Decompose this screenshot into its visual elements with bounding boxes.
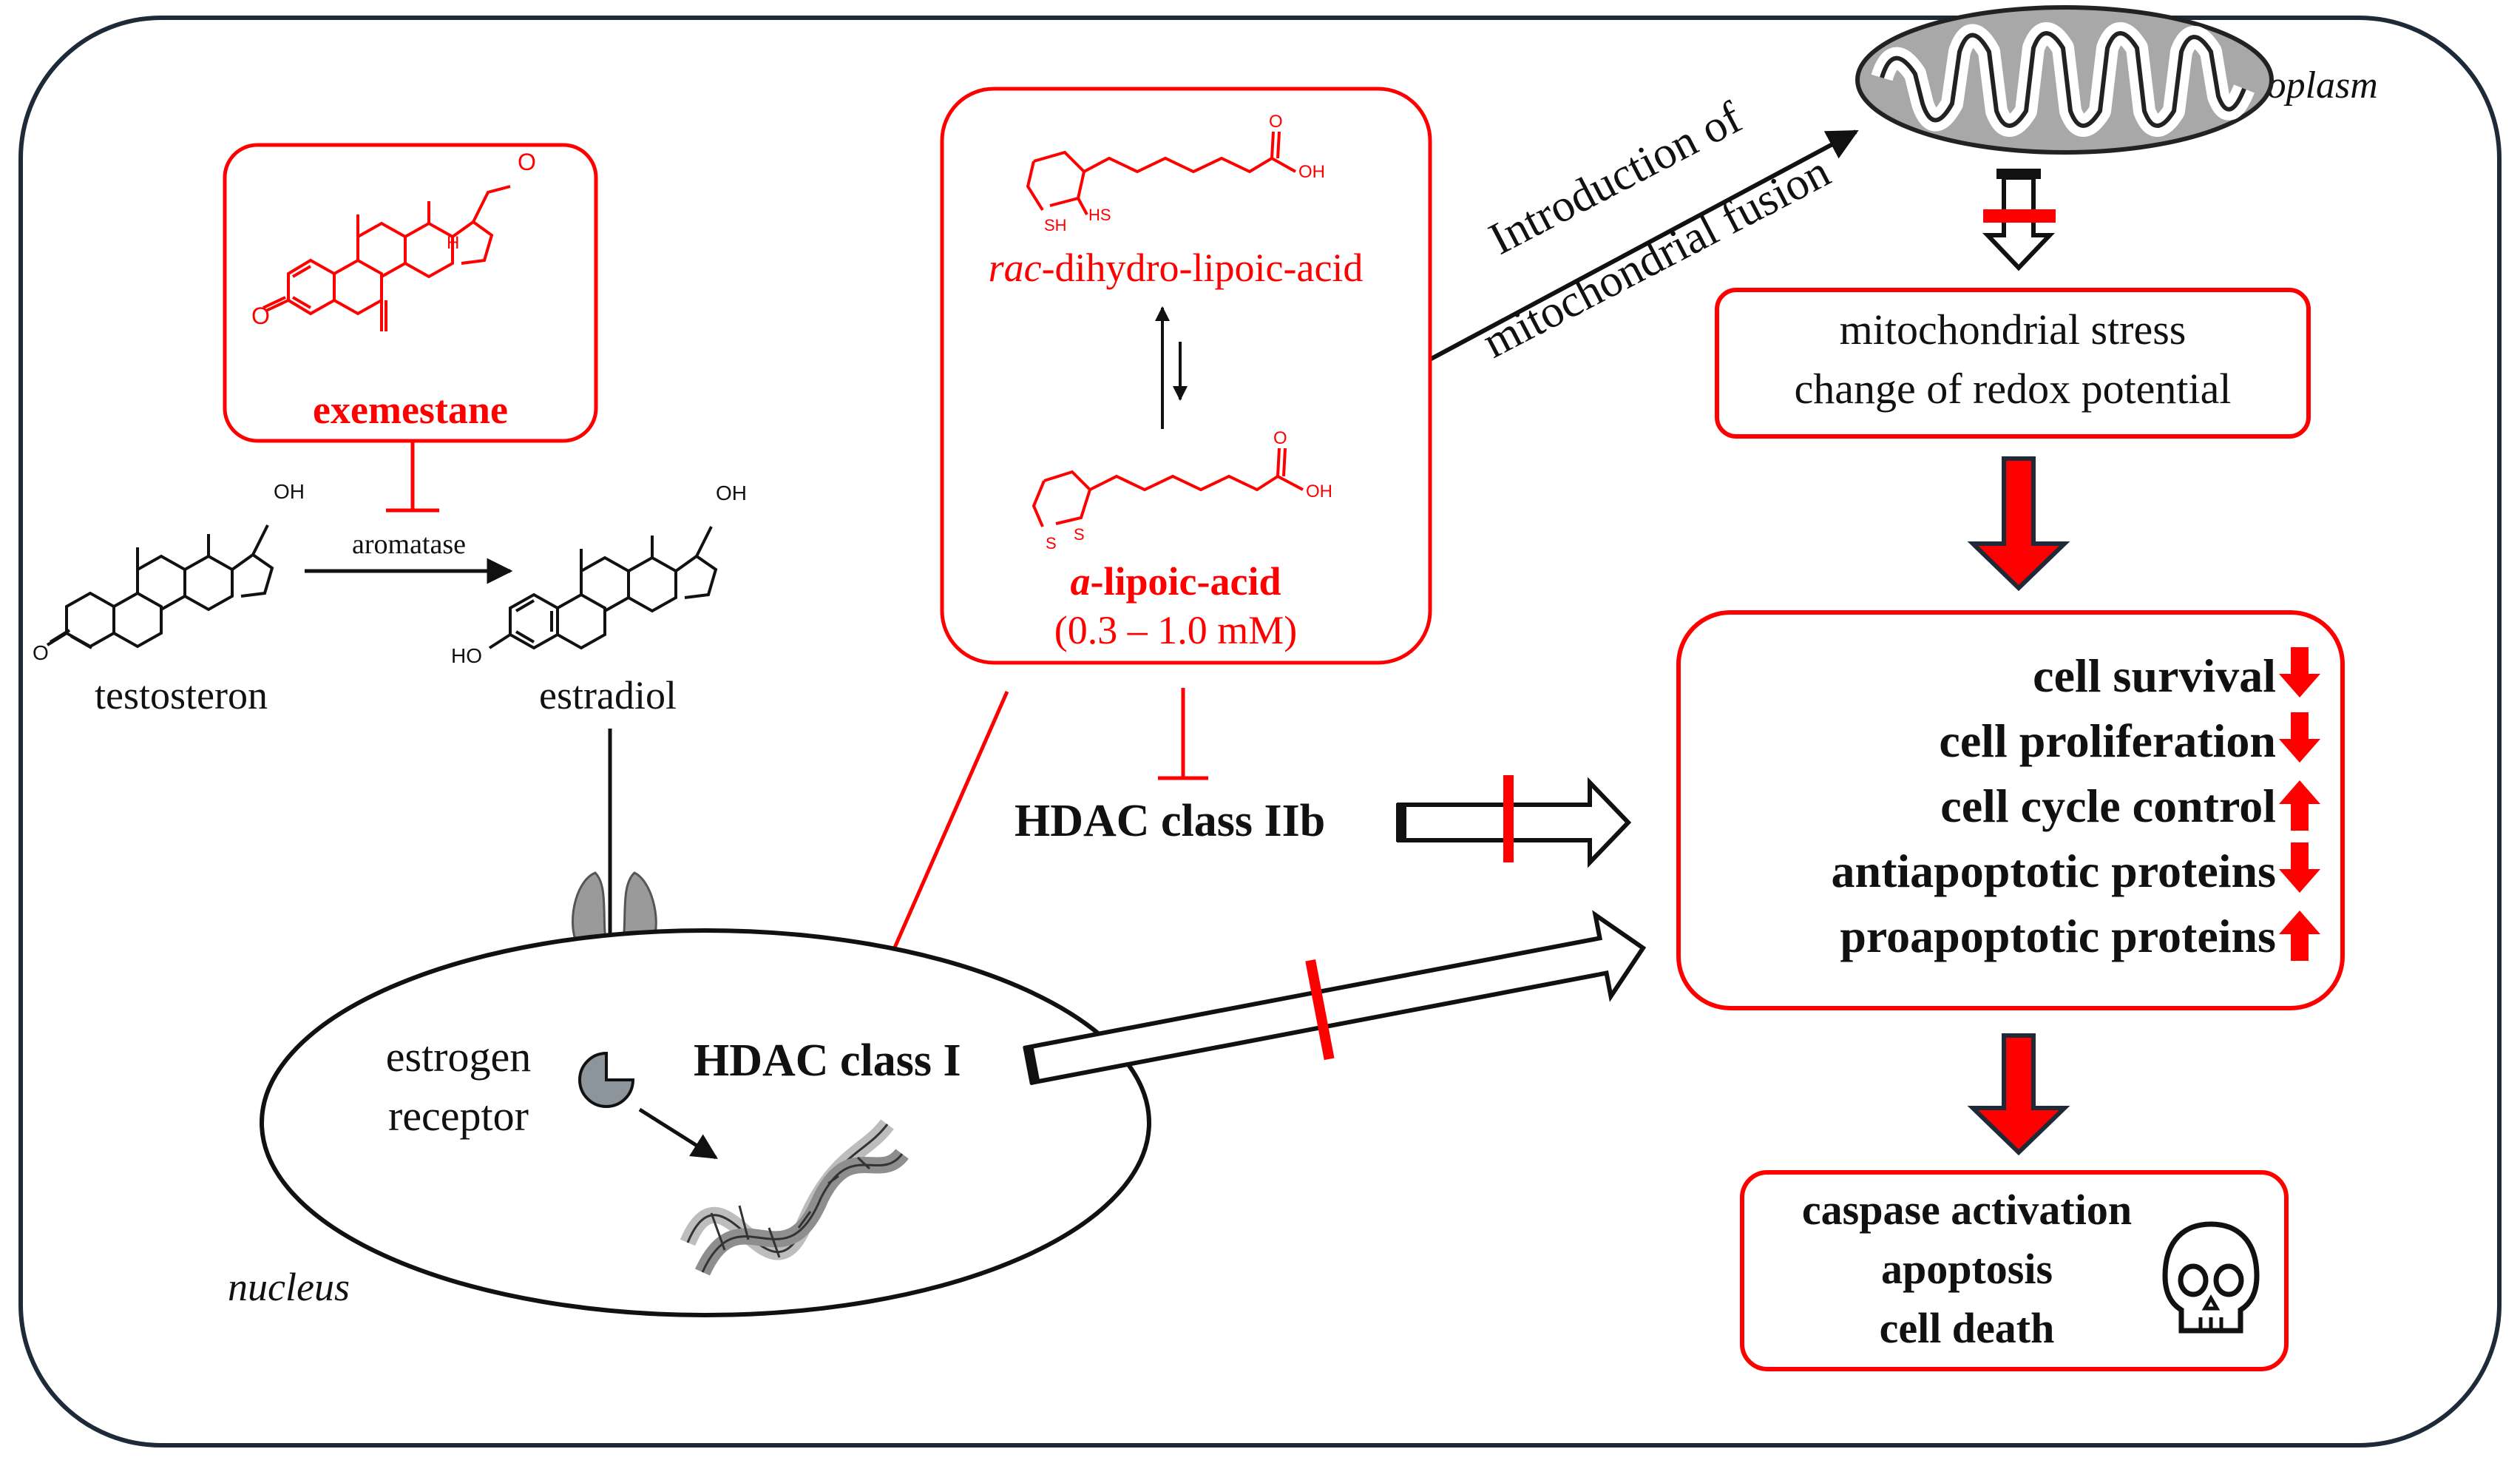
red-down-arrow-icon bbox=[2279, 712, 2320, 763]
estrogen-label: estrogen bbox=[386, 1033, 532, 1081]
nucleus bbox=[260, 928, 1151, 1317]
alpha-rest: -lipoic-acid bbox=[1091, 559, 1281, 604]
exemestane-box bbox=[223, 143, 598, 443]
red-down-arrow-icon bbox=[2279, 647, 2320, 697]
stress-line-1: mitochondrial stress bbox=[1840, 305, 2187, 354]
rac-dihydrolipoic-label: rac-dihydro-lipoic-acid bbox=[989, 246, 1364, 290]
rac-prefix: rac bbox=[989, 246, 1042, 290]
dna-helix-icon bbox=[680, 1119, 909, 1276]
skull-icon bbox=[2162, 1221, 2260, 1334]
blocked-arrow-mito bbox=[1982, 169, 2056, 271]
hdac-iib-arrow bbox=[1396, 775, 1632, 868]
estradiol-label: estradiol bbox=[539, 673, 677, 717]
dihydrolipoic-hs: HS bbox=[1088, 206, 1111, 224]
red-up-arrow-icon bbox=[2279, 780, 2320, 831]
death-box bbox=[1740, 1170, 2289, 1371]
outcome-label: antiapoptotic proteins bbox=[1831, 845, 2276, 897]
outcomes-list: cell survival cell proliferation cell cycl… bbox=[1831, 647, 2320, 962]
lipoic-s-2: S bbox=[1074, 525, 1085, 544]
inhibit-hdac-iib bbox=[1158, 688, 1208, 780]
hdac-i-arrow bbox=[1023, 910, 1647, 1086]
lipoic-s-1: S bbox=[1046, 534, 1057, 553]
estradiol-oh: OH bbox=[716, 482, 747, 504]
equilibrium-arrows bbox=[1155, 306, 1188, 429]
hdac-i-label: HDAC class I bbox=[694, 1036, 961, 1086]
receptor-label: receptor bbox=[388, 1092, 529, 1140]
outcomes-box bbox=[1676, 610, 2345, 1010]
red-down-arrow-1 bbox=[1967, 456, 2070, 592]
stress-line-2: change of redox potential bbox=[1794, 365, 2231, 413]
outcome-label: proapoptotic proteins bbox=[1840, 910, 2276, 962]
lipoic-o: O bbox=[1273, 428, 1287, 448]
exemestane-label: exemestane bbox=[313, 388, 508, 432]
lipoic-acid-box bbox=[940, 87, 1432, 665]
testosteron-structure bbox=[46, 524, 274, 649]
testosteron-o: O bbox=[33, 641, 49, 664]
dihydrolipoic-o: O bbox=[1269, 112, 1283, 132]
aromatase-label: aromatase bbox=[352, 529, 466, 560]
exemestane-o-1: O bbox=[251, 303, 270, 329]
lipoic-oh: OH bbox=[1306, 482, 1332, 501]
exemestane-structure bbox=[262, 185, 511, 331]
outcome-label: cell proliferation bbox=[1939, 715, 2276, 767]
outcome-label: cell cycle control bbox=[1940, 780, 2276, 832]
stress-box bbox=[1715, 288, 2311, 439]
dihydrolipoic-structure bbox=[1026, 131, 1296, 215]
red-down-arrow-icon bbox=[2279, 842, 2320, 893]
alpha-lipoic-label: a-lipoic-acid bbox=[1071, 559, 1281, 604]
mitochondrion-icon bbox=[1855, 5, 2274, 155]
estradiol-ho: HO bbox=[451, 644, 482, 667]
testosteron-oh: OH bbox=[274, 480, 305, 503]
lipoic-structure bbox=[1032, 447, 1304, 527]
testosteron-label: testosteron bbox=[95, 673, 268, 717]
red-up-arrow-icon bbox=[2279, 911, 2320, 961]
hdac-iib-label: HDAC class IIb bbox=[1015, 796, 1325, 846]
receptor-to-dna-arrow bbox=[638, 1107, 718, 1160]
exemestane-inhibition bbox=[386, 442, 439, 513]
death-line-1: caspase activation bbox=[1802, 1186, 2132, 1234]
alpha-prefix: a bbox=[1071, 559, 1091, 604]
outcome-label: cell survival bbox=[2033, 649, 2276, 702]
fusion-arrow bbox=[1426, 129, 1859, 363]
death-line-3: cell death bbox=[1880, 1304, 2055, 1352]
rac-rest: -dihydro-lipoic-acid bbox=[1042, 246, 1364, 290]
nucleus-label: nucleus bbox=[228, 1265, 350, 1309]
death-line-2: apoptosis bbox=[1881, 1245, 2053, 1293]
estrogen-receptor-icon bbox=[578, 1051, 635, 1108]
estradiol-structure bbox=[488, 526, 718, 650]
red-down-arrow-2 bbox=[1967, 1033, 2070, 1156]
concentration-label: (0.3 – 1.0 mM) bbox=[1054, 608, 1297, 652]
dihydrolipoic-sh: SH bbox=[1044, 216, 1067, 234]
exemestane-h-1: H bbox=[447, 233, 459, 253]
exemestane-o-2: O bbox=[518, 149, 536, 175]
dihydrolipoic-oh: OH bbox=[1298, 162, 1325, 182]
